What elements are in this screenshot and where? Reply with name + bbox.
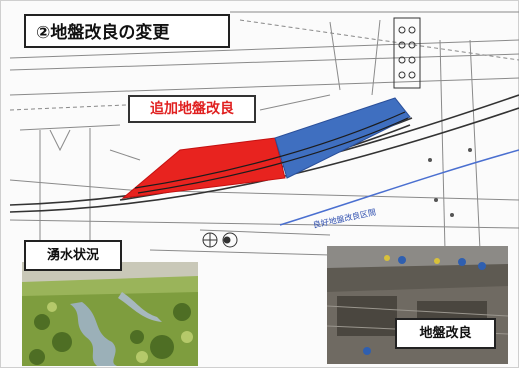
spring-water-image bbox=[22, 262, 198, 366]
track-lines bbox=[134, 111, 409, 194]
grid-marker bbox=[393, 17, 421, 89]
spring-water-label: 湧水状況 bbox=[24, 240, 122, 271]
existing-improvement-area bbox=[274, 97, 411, 179]
survey-markers bbox=[202, 232, 238, 248]
additional-improvement-label: 追加地盤改良 bbox=[128, 95, 256, 123]
map-dots bbox=[428, 148, 472, 217]
spring-water-photo bbox=[22, 262, 198, 366]
ground-improvement-label: 地盤改良 bbox=[395, 318, 496, 349]
embankment-line bbox=[279, 149, 519, 226]
page-title: ②地盤改良の変更 bbox=[24, 14, 230, 48]
map-linework bbox=[9, 11, 519, 256]
